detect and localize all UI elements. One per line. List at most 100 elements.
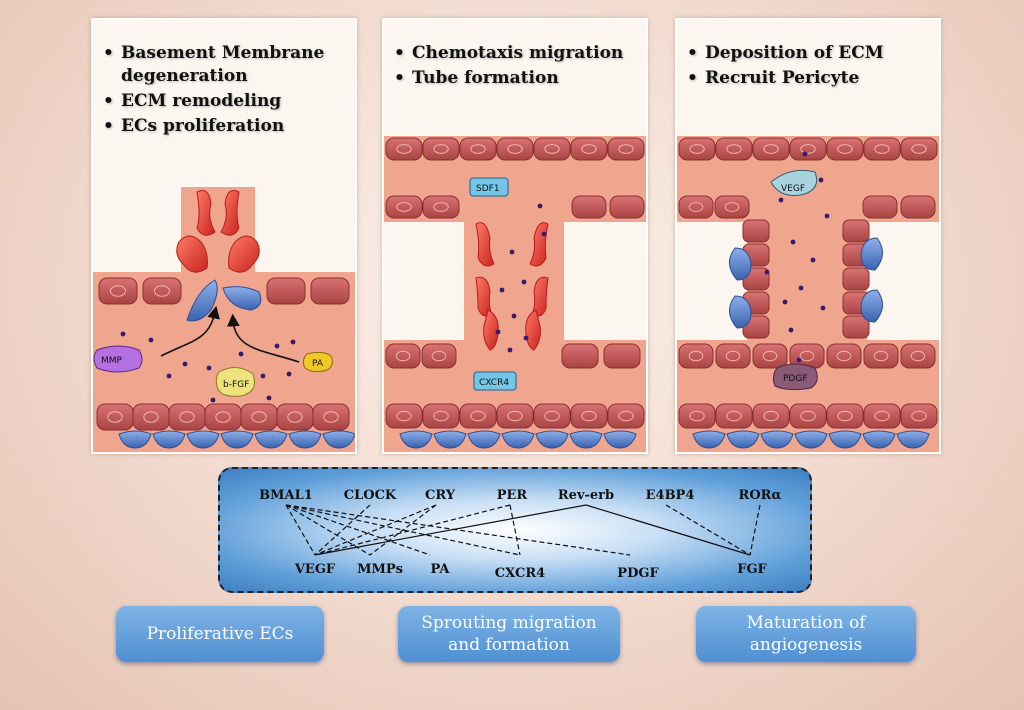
- vessel-cell: [561, 343, 599, 369]
- gene-clock: CLOCK: [344, 488, 397, 503]
- vessel-cell: [900, 403, 938, 429]
- arrow-mmp: [160, 305, 220, 357]
- vessel-cell: [678, 343, 714, 369]
- cell-nucleus: [470, 144, 486, 154]
- solid-lines: [314, 504, 751, 556]
- cell-nucleus: [689, 144, 705, 154]
- panel-2-bullets: Chemotaxis migration Tube formation: [392, 42, 623, 92]
- vessel-cell: [266, 277, 306, 305]
- pericytes: [729, 237, 883, 329]
- vessel-cell: [752, 343, 788, 369]
- endothelial-cell: [228, 235, 260, 273]
- gene-cry: CRY: [425, 488, 456, 503]
- gene-per: PER: [497, 488, 528, 503]
- vessel-cell: [570, 137, 608, 161]
- vessel-cell: [422, 195, 460, 219]
- basement-cell: [501, 430, 535, 449]
- vessel-cell: [204, 403, 242, 431]
- vessel-cell: [862, 195, 898, 219]
- vegf-factor: [770, 169, 818, 196]
- cell-nucleus: [396, 202, 412, 212]
- vessel-cell: [496, 137, 534, 161]
- cell-nucleus: [910, 350, 926, 362]
- cell-nucleus: [507, 144, 523, 154]
- vessel-cell: [496, 403, 534, 429]
- vessel-cell: [826, 403, 864, 429]
- cell-nucleus: [431, 350, 447, 362]
- gene-e4bp4: E4BP4: [646, 488, 695, 503]
- vessel-cell: [459, 137, 497, 161]
- vessel-cell: [571, 195, 607, 219]
- bfgf-label: b-FGF: [223, 380, 249, 390]
- stage-label: Proliferative ECs: [146, 624, 294, 644]
- vessel-cell: [752, 403, 790, 429]
- stage-label: Maturation of angiogenesis: [746, 613, 866, 655]
- cell-nucleus: [726, 410, 742, 422]
- basement-cell: [152, 430, 186, 449]
- vessel-cell: [789, 137, 827, 161]
- cell-nucleus: [323, 411, 339, 423]
- basement-cell: [220, 430, 254, 449]
- proliferation-scene: MMP b-FGF PA: [93, 187, 355, 452]
- pdgf-factor: [772, 363, 818, 391]
- mmp-enzyme: [93, 345, 143, 373]
- cell-nucleus: [800, 410, 816, 422]
- mmp-label: MMP: [101, 356, 123, 366]
- cell-nucleus: [689, 410, 705, 422]
- basement-cell: [896, 430, 930, 449]
- cell-nucleus: [837, 144, 853, 154]
- wall-cell: [742, 219, 770, 243]
- vessel-cell: [863, 343, 899, 369]
- vessel-cell: [678, 195, 714, 219]
- cell-nucleus: [179, 411, 195, 423]
- basement-cell: [467, 430, 501, 449]
- vessel-cell: [98, 277, 138, 305]
- target-cxcr4: CXCR4: [495, 566, 545, 581]
- cell-nucleus: [470, 410, 486, 422]
- cell-nucleus: [581, 144, 597, 154]
- migrating-cell: [222, 286, 262, 311]
- gene-rev-erb: Rev-erb: [558, 488, 614, 503]
- vessel-cell: [900, 137, 938, 161]
- cell-nucleus: [911, 144, 927, 154]
- panel-maturation: VEGF PDGF Deposition of ECM Recruit Peri…: [675, 18, 941, 454]
- vessel-cell: [603, 343, 641, 369]
- cell-nucleus: [688, 202, 704, 212]
- target-pdgf: PDGF: [617, 566, 659, 581]
- wall-cell: [842, 219, 870, 243]
- vessel-cell: [900, 343, 936, 369]
- vessel-cell: [678, 403, 716, 429]
- cell-nucleus: [618, 144, 634, 154]
- vessel-cell: [715, 343, 751, 369]
- panel-3-bullets: Deposition of ECM Recruit Pericyte: [685, 42, 884, 92]
- cell-nucleus: [799, 350, 815, 362]
- vessel-cell: [826, 343, 862, 369]
- basement-cell: [535, 430, 569, 449]
- vessel-cell: [863, 403, 901, 429]
- vessel-cell: [422, 403, 460, 429]
- sdf1-receptor: [469, 177, 509, 197]
- vessel-cell: [826, 137, 864, 161]
- cell-nucleus: [109, 285, 127, 297]
- sprouting-scene: SDF1 CXCR4: [384, 136, 646, 452]
- basement-cell: [828, 430, 862, 449]
- cell-nucleus: [544, 410, 560, 422]
- vessel-cell: [385, 137, 423, 161]
- panel-1-bullets: Basement Membrane degeneration ECM remod…: [101, 42, 355, 140]
- cell-nucleus: [433, 144, 449, 154]
- cell-nucleus: [724, 202, 740, 212]
- cell-nucleus: [433, 410, 449, 422]
- vegf-label: VEGF: [781, 184, 805, 194]
- cell-nucleus: [911, 410, 927, 422]
- cell-nucleus: [800, 144, 816, 154]
- cell-nucleus: [507, 410, 523, 422]
- basement-cell: [186, 430, 220, 449]
- cell-nucleus: [873, 350, 889, 362]
- bullet: Basement Membrane degeneration: [101, 42, 355, 88]
- regulation-lines: [285, 504, 761, 556]
- cell-nucleus: [143, 411, 159, 423]
- bfgf-factor: [215, 367, 255, 397]
- stage-label: Sprouting migration and formation: [421, 613, 597, 655]
- vessel-cell: [96, 403, 134, 431]
- basement-cell: [726, 430, 760, 449]
